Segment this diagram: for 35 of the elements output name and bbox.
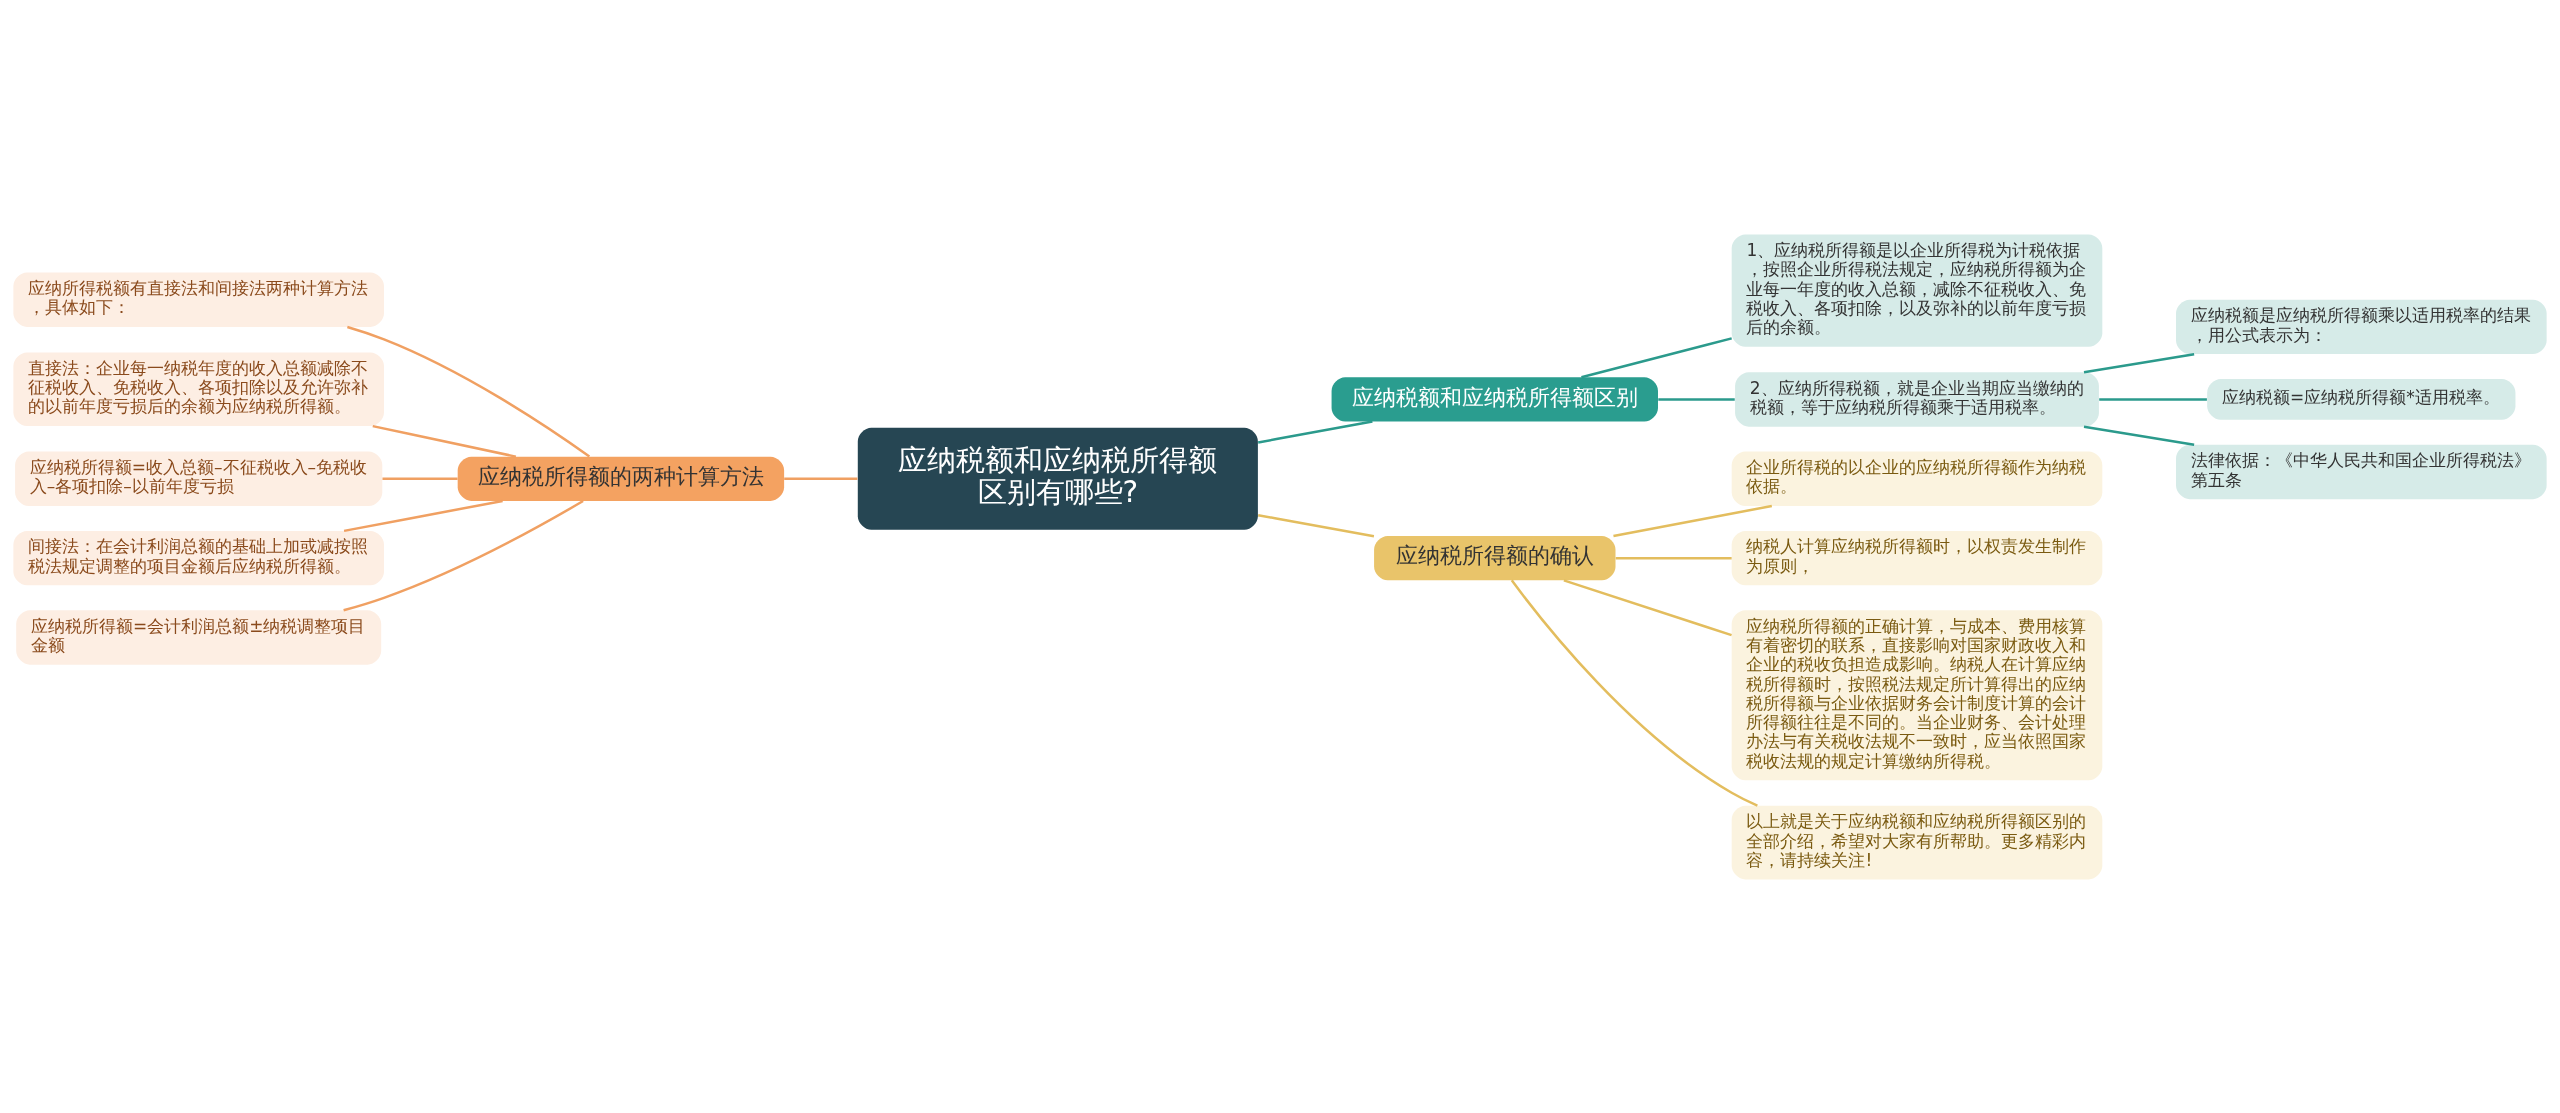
connector: [1581, 336, 1732, 378]
node-box: 以上就是关于应纳税额和应纳税所得额区别的全部介绍，希望对大家有所帮助。更多精彩内容，请持续关注!: [1731, 805, 2103, 879]
connector: [1257, 513, 1375, 537]
node-box: 应纳税所得额的确认: [1374, 535, 1616, 580]
node-box: 间接法：在会计利润总额的基础上加或减按照税法规定调整的项目金额后应纳税所得额。: [13, 530, 384, 585]
connector: [784, 477, 858, 480]
connector: [1257, 419, 1373, 444]
node-box: 纳税人计算应纳税所得额时，以权责发生制作为原则，: [1731, 530, 2103, 585]
node-box: 应纳税额是应纳税所得额乘以适用税率的结果，用公式表示为：: [2176, 299, 2547, 354]
node-box: 直接法：企业每一纳税年度的收入总额减除不征税收入、免税收入、各项扣除以及允许弥补的以前年度亏损后的余额为应纳税所得额。: [13, 351, 384, 426]
node-box: 应纳税所得额的两种计算方法: [457, 456, 785, 501]
connector: [343, 499, 503, 532]
connector: [343, 499, 584, 611]
connector: [382, 477, 458, 480]
connector: [1658, 397, 1735, 401]
connector: [2099, 397, 2207, 401]
node-box: 应纳税所得额的正确计算，与成本、费用核算有着密切的联系，直接影响对国家财政收入和企业的税收负担造成影响。纳税人在计算应纳税所得额时，按照税法规定所计算得出的应纳税所得额与企业依据财务会计制度计算的会计所得额往往是不同的。当企业财务、会计处理办法与有关税收法规不一致时，应当依照国家税收法规的规定计算缴纳所得税。: [1731, 609, 2103, 780]
node-box: 应纳税所得额=收入总额–不征税收入–免税收入–各项扣除–以前年度亏损: [15, 451, 383, 506]
node-box: 应纳所得税额有直接法和间接法两种计算方法，具体如下：: [13, 272, 384, 327]
node-box: 2、应纳所得税额，就是企业当期应当缴纳的税额，等于应纳税所得额乘于适用税率。: [1735, 371, 2099, 427]
node-box: 应纳税额=应纳税所得额*适用税率。: [2207, 378, 2516, 420]
node-box: 应纳税额和应纳税所得额区别: [1331, 376, 1658, 422]
connector: [2083, 352, 2195, 373]
node-box: 应纳税所得额=会计利润总额±纳税调整项目金额: [16, 609, 382, 665]
connector: [372, 424, 517, 458]
node-box: 应纳税额和应纳税所得额区别有哪些?: [857, 427, 1258, 530]
connector: [1510, 579, 1758, 807]
node-box: 1、应纳税所得额是以企业所得税为计税依据，按照企业所得税法规定，应纳税所得额为企业每一年度的收入总额，减除不征税收入、免税收入、各项扣除，以及弥补的以前年度亏损后的余额。: [1731, 234, 2103, 347]
connector: [1615, 556, 1732, 559]
connector: [347, 325, 591, 457]
node-box: 企业所得税的以企业的应纳税所得额作为纳税依据。: [1731, 451, 2103, 506]
node-box: 法律依据：《中华人民共和国企业所得税法》第五条: [2176, 444, 2547, 499]
connector: [1613, 504, 1773, 537]
connector: [2083, 424, 2195, 446]
connector: [1563, 578, 1732, 636]
